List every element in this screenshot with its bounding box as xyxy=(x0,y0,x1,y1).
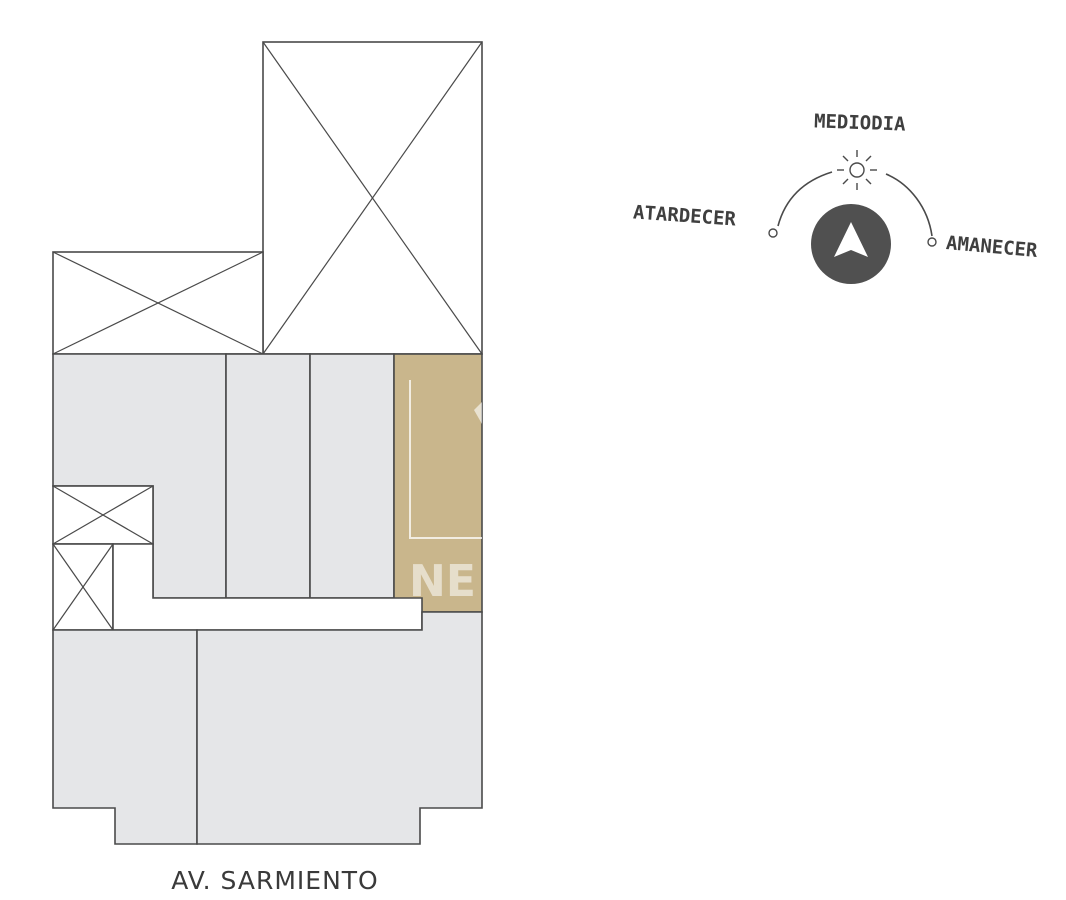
sunrise-point-icon xyxy=(927,237,937,247)
void-top-left xyxy=(52,251,264,355)
street-name-label: AV. SARMIENTO xyxy=(171,866,379,895)
void-top-right xyxy=(262,41,483,355)
noon-label: MEDIODIA xyxy=(813,110,906,136)
void-left-middle xyxy=(52,485,154,545)
sun-path-arc xyxy=(768,171,937,247)
unit-front-right xyxy=(196,611,483,845)
unit-center-right xyxy=(309,353,395,599)
north-arrow-icon xyxy=(811,204,891,284)
unit-front-left xyxy=(52,629,198,845)
unit-highlighted: NE PR xyxy=(393,353,483,627)
unit-center-left xyxy=(225,353,311,599)
void-left-lower xyxy=(52,543,114,631)
sun-icon xyxy=(837,150,877,190)
sunset-point-icon xyxy=(768,228,778,238)
